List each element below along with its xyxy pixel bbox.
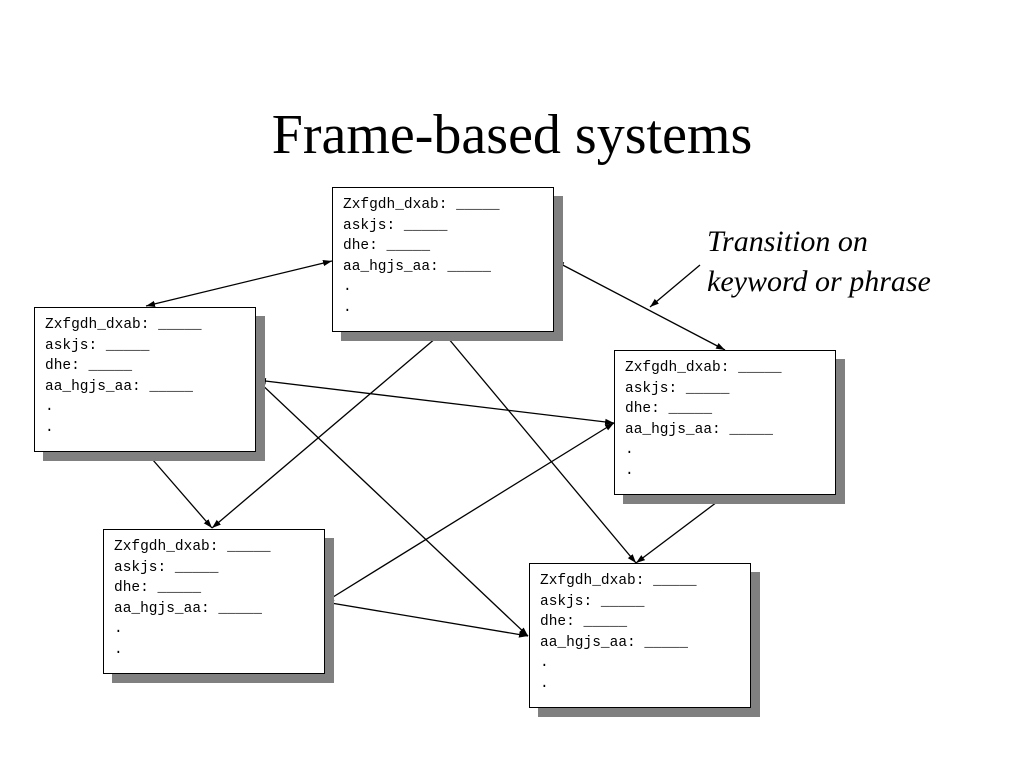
- frame-ellipsis: .: [540, 655, 549, 671]
- frame-ellipsis: .: [540, 675, 549, 692]
- frame-ellipsis: .: [625, 462, 634, 479]
- frame-slot: dhe: _____: [114, 580, 202, 596]
- frame-slot: Zxfgdh_dxab: _____: [540, 573, 697, 589]
- frame-slot: askjs: _____: [540, 593, 645, 610]
- frame-slot: askjs: _____: [343, 217, 448, 234]
- frame-slot: aa_hgjs_aa: _____: [45, 378, 193, 395]
- transition-arrow: [635, 495, 726, 564]
- annotation-line: Transition on: [707, 225, 868, 258]
- frame-box: Zxfgdh_dxab: _____ askjs: _____ dhe: ___…: [332, 187, 554, 332]
- transition-arrow: [256, 377, 615, 426]
- transition-arrow: [554, 260, 726, 351]
- frame-ellipsis: .: [45, 419, 54, 436]
- transition-arrow: [145, 451, 213, 529]
- frame-ellipsis: .: [45, 399, 54, 415]
- frame-slot: Zxfgdh_dxab: _____: [625, 360, 782, 376]
- frame-slot: aa_hgjs_aa: _____: [114, 600, 262, 617]
- frame-ellipsis: .: [114, 621, 123, 637]
- frame-slot: Zxfgdh_dxab: _____: [114, 539, 271, 555]
- frame-slot: dhe: _____: [343, 238, 431, 254]
- frame-ellipsis: .: [625, 442, 634, 458]
- frame-box: Zxfgdh_dxab: _____ askjs: _____ dhe: ___…: [34, 307, 256, 452]
- frame-slot: Zxfgdh_dxab: _____: [45, 317, 202, 333]
- frame-slot: aa_hgjs_aa: _____: [625, 421, 773, 438]
- transition-annotation: Transition on keyword or phrase: [707, 222, 931, 302]
- frame-slot: askjs: _____: [625, 380, 730, 397]
- frame-slot: Zxfgdh_dxab: _____: [343, 197, 500, 213]
- frame-ellipsis: .: [114, 641, 123, 658]
- frame-slot: dhe: _____: [540, 614, 628, 630]
- annotation-pointer-arrow: [649, 264, 701, 308]
- frame-ellipsis: .: [343, 279, 352, 295]
- annotation-line: keyword or phrase: [707, 265, 931, 298]
- frame-slot: askjs: _____: [45, 337, 150, 354]
- transition-arrow: [145, 260, 333, 307]
- slide-title: Frame-based systems: [271, 104, 753, 166]
- frame-slot: aa_hgjs_aa: _____: [540, 634, 688, 651]
- frame-box: Zxfgdh_dxab: _____ askjs: _____ dhe: ___…: [614, 350, 836, 495]
- transition-arrow: [442, 331, 637, 564]
- frame-box: Zxfgdh_dxab: _____ askjs: _____ dhe: ___…: [103, 529, 325, 674]
- frame-slot: dhe: _____: [625, 401, 713, 417]
- frame-slot: aa_hgjs_aa: _____: [343, 258, 491, 275]
- frame-slot: askjs: _____: [114, 559, 219, 576]
- transition-arrow: [324, 422, 615, 603]
- frame-ellipsis: .: [343, 299, 352, 316]
- transition-arrow: [324, 600, 529, 638]
- frame-box: Zxfgdh_dxab: _____ askjs: _____ dhe: ___…: [529, 563, 751, 708]
- frame-slot: dhe: _____: [45, 358, 133, 374]
